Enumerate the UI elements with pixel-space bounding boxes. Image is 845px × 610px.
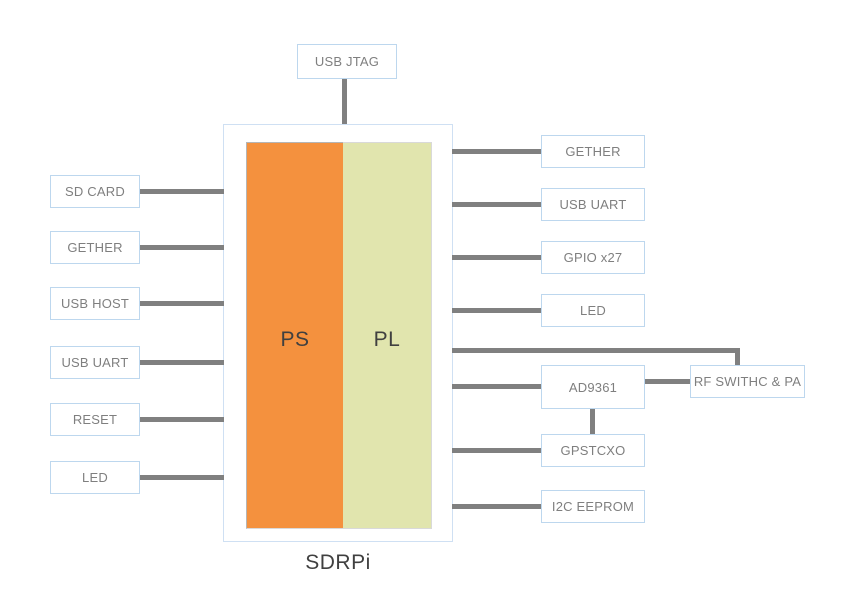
- wire-usb-uart-right: [452, 202, 541, 207]
- wire-gether-left: [140, 245, 224, 250]
- block-pl: PL: [343, 142, 432, 529]
- node-usb-host[interactable]: USB HOST: [50, 287, 140, 320]
- node-ad9361-label: AD9361: [568, 379, 618, 395]
- node-gether-left[interactable]: GETHER: [50, 231, 140, 264]
- wire-ad9361-to-rf-switch: [645, 379, 691, 384]
- wire-led-left: [140, 475, 224, 480]
- node-sd-card[interactable]: SD CARD: [50, 175, 140, 208]
- wire-ad9361: [452, 384, 541, 389]
- node-usb-jtag[interactable]: USB JTAG: [297, 44, 397, 79]
- node-led-left-label: LED: [82, 470, 108, 485]
- wire-gpstcxo: [452, 448, 541, 453]
- node-gpio-x27-label: GPIO x27: [563, 250, 623, 265]
- node-ad9361[interactable]: AD9361: [541, 365, 645, 409]
- board-caption: SDRPi: [305, 551, 371, 574]
- wire-sd-card: [140, 189, 224, 194]
- node-usb-uart-right-label: USB UART: [559, 197, 627, 212]
- node-gpio-x27[interactable]: GPIO x27: [541, 241, 645, 274]
- wire-gpio: [452, 255, 541, 260]
- block-pl-label: PL: [373, 328, 401, 351]
- node-reset-label: RESET: [72, 412, 118, 427]
- wire-pl-to-rf-switch-vertical: [735, 348, 740, 367]
- node-gether-left-label: GETHER: [67, 240, 123, 255]
- node-gpstcxo[interactable]: GPSTCXO: [541, 434, 645, 467]
- wire-reset: [140, 417, 224, 422]
- node-reset[interactable]: RESET: [50, 403, 140, 436]
- node-usb-jtag-label: USB JTAG: [314, 54, 380, 69]
- wire-pl-to-rf-switch-horizontal: [452, 348, 740, 353]
- wire-i2c-eeprom: [452, 504, 541, 509]
- node-gpstcxo-label: GPSTCXO: [560, 443, 626, 458]
- wire-usb-jtag-to-soc: [342, 79, 347, 125]
- node-led-left[interactable]: LED: [50, 461, 140, 494]
- node-rf-switch-and-pa-label: RF SWITHC & PA: [693, 374, 802, 389]
- node-sd-card-label: SD CARD: [65, 184, 125, 199]
- node-gether-right[interactable]: GETHER: [541, 135, 645, 168]
- node-i2c-eeprom-label: I2C EEPROM: [551, 499, 635, 514]
- block-ps: PS: [246, 142, 343, 529]
- wire-gether-right: [452, 149, 541, 154]
- node-led-right[interactable]: LED: [541, 294, 645, 327]
- wire-led-right: [452, 308, 541, 313]
- node-usb-uart-left[interactable]: USB UART: [50, 346, 140, 379]
- node-gether-right-label: GETHER: [565, 144, 621, 159]
- node-i2c-eeprom[interactable]: I2C EEPROM: [541, 490, 645, 523]
- node-usb-uart-right[interactable]: USB UART: [541, 188, 645, 221]
- wire-ad9361-to-gpstcxo: [590, 409, 595, 434]
- block-ps-label: PS: [280, 328, 310, 351]
- wire-usb-host: [140, 301, 224, 306]
- node-usb-host-label: USB HOST: [60, 296, 130, 311]
- node-rf-switch-and-pa[interactable]: RF SWITHC & PA: [690, 365, 805, 398]
- node-led-right-label: LED: [580, 303, 606, 318]
- node-usb-uart-left-label: USB UART: [61, 355, 129, 370]
- wire-usb-uart-left: [140, 360, 224, 365]
